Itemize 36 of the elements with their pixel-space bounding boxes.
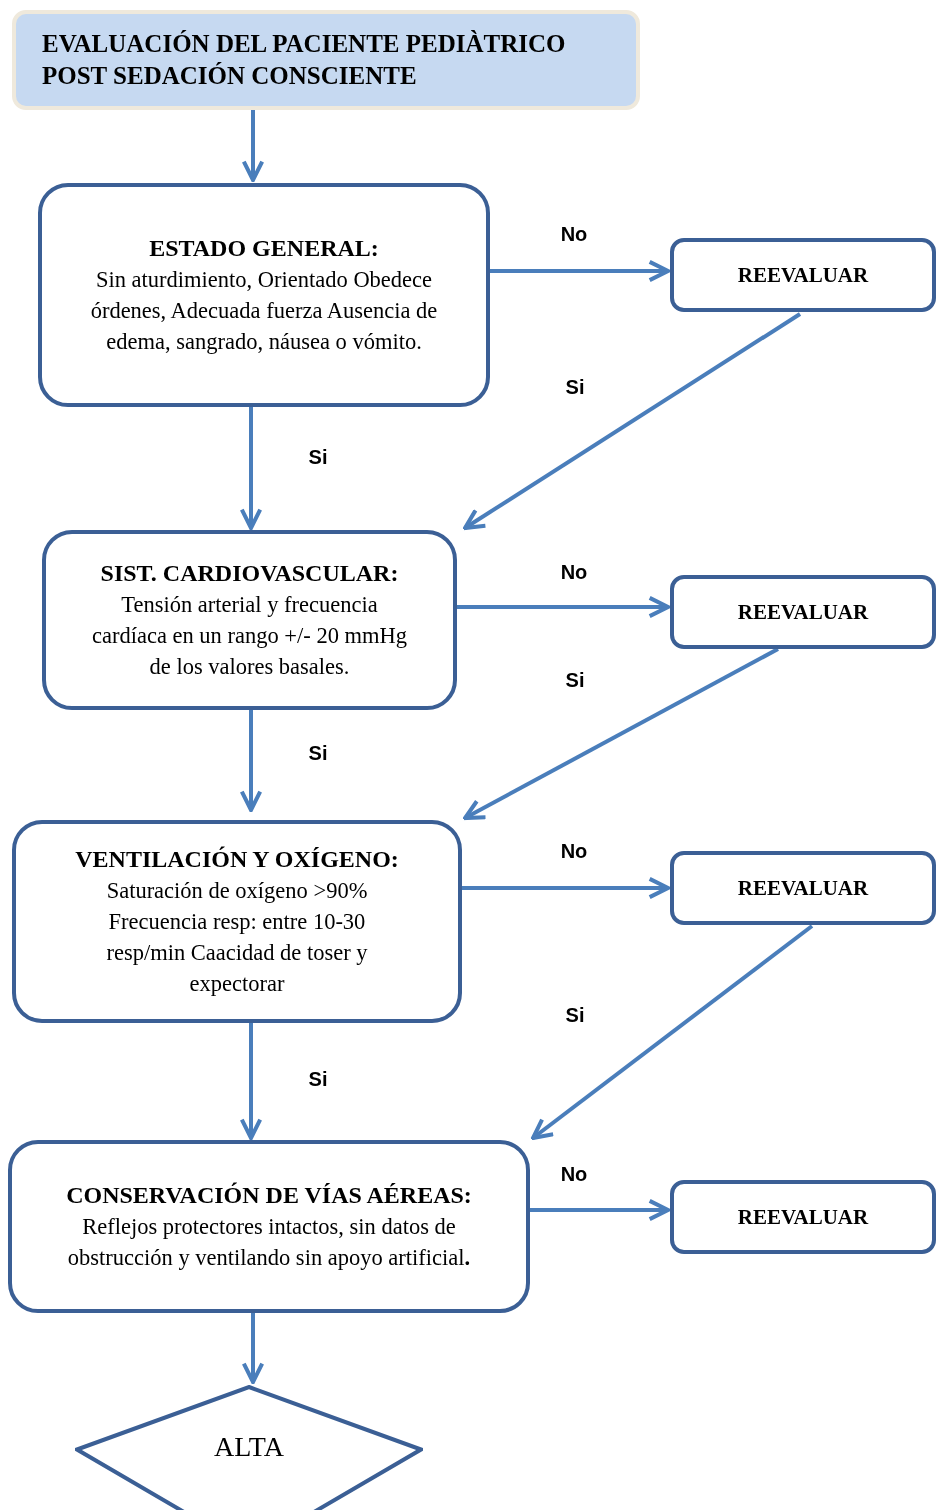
process-box [42,530,457,710]
arrow [530,1198,670,1222]
arrow [239,710,263,812]
arrow [457,595,670,619]
arrow [531,924,814,1140]
node-text: ALTA [214,1431,284,1463]
heading-text: EVALUACIÓN DEL PACIENTE PEDIÀTRICO POST SEDACIÓN CONSCIENTE [42,29,567,91]
heading-text: VENTILACIÓN Y OXÍGENO: [75,845,399,874]
process-box [12,820,462,1023]
process-box [670,1180,936,1254]
node-text: Sin aturdimiento, Orientado Obedece órdenes, Adecuada fuerza Ausencia de edema, sangrado, náusea o vómito. [89,266,439,356]
node-text: REEVALUAR [737,875,869,901]
title-box [12,10,640,110]
process-box [670,238,936,312]
decision-diamond [75,1385,423,1510]
heading-text: SIST. CARDIOVASCULAR: [100,559,399,588]
heading-text: CONSERVACIÓN DE VÍAS AÉREAS: [66,1181,472,1210]
arrow [463,312,802,530]
process-box [670,851,936,925]
arrow [490,259,670,283]
node-text: REEVALUAR [737,262,869,288]
node-text: Reflejos protectores intactos, sin datos de obstrucción y ventilando sin apoyo artificial. [66,1213,472,1272]
arrow [239,1023,263,1140]
node-text: REEVALUAR [737,599,869,625]
arrow [239,407,263,530]
arrow [463,647,779,820]
arrow [462,876,670,900]
process-box [8,1140,530,1313]
process-box [670,575,936,649]
node-text: Saturación de oxígeno >90% Frecuencia resp: entre 10-30 resp/min Caacidad de toser y expectorar [105,877,369,998]
node-text: Tensión arterial y frecuencia cardíaca en un rango +/- 20 mmHg de los valores basales. [90,591,409,681]
arrow [241,110,265,182]
heading-text: ESTADO GENERAL: [149,234,379,263]
node-text: REEVALUAR [737,1204,869,1230]
process-box [38,183,490,407]
arrow [241,1313,265,1384]
